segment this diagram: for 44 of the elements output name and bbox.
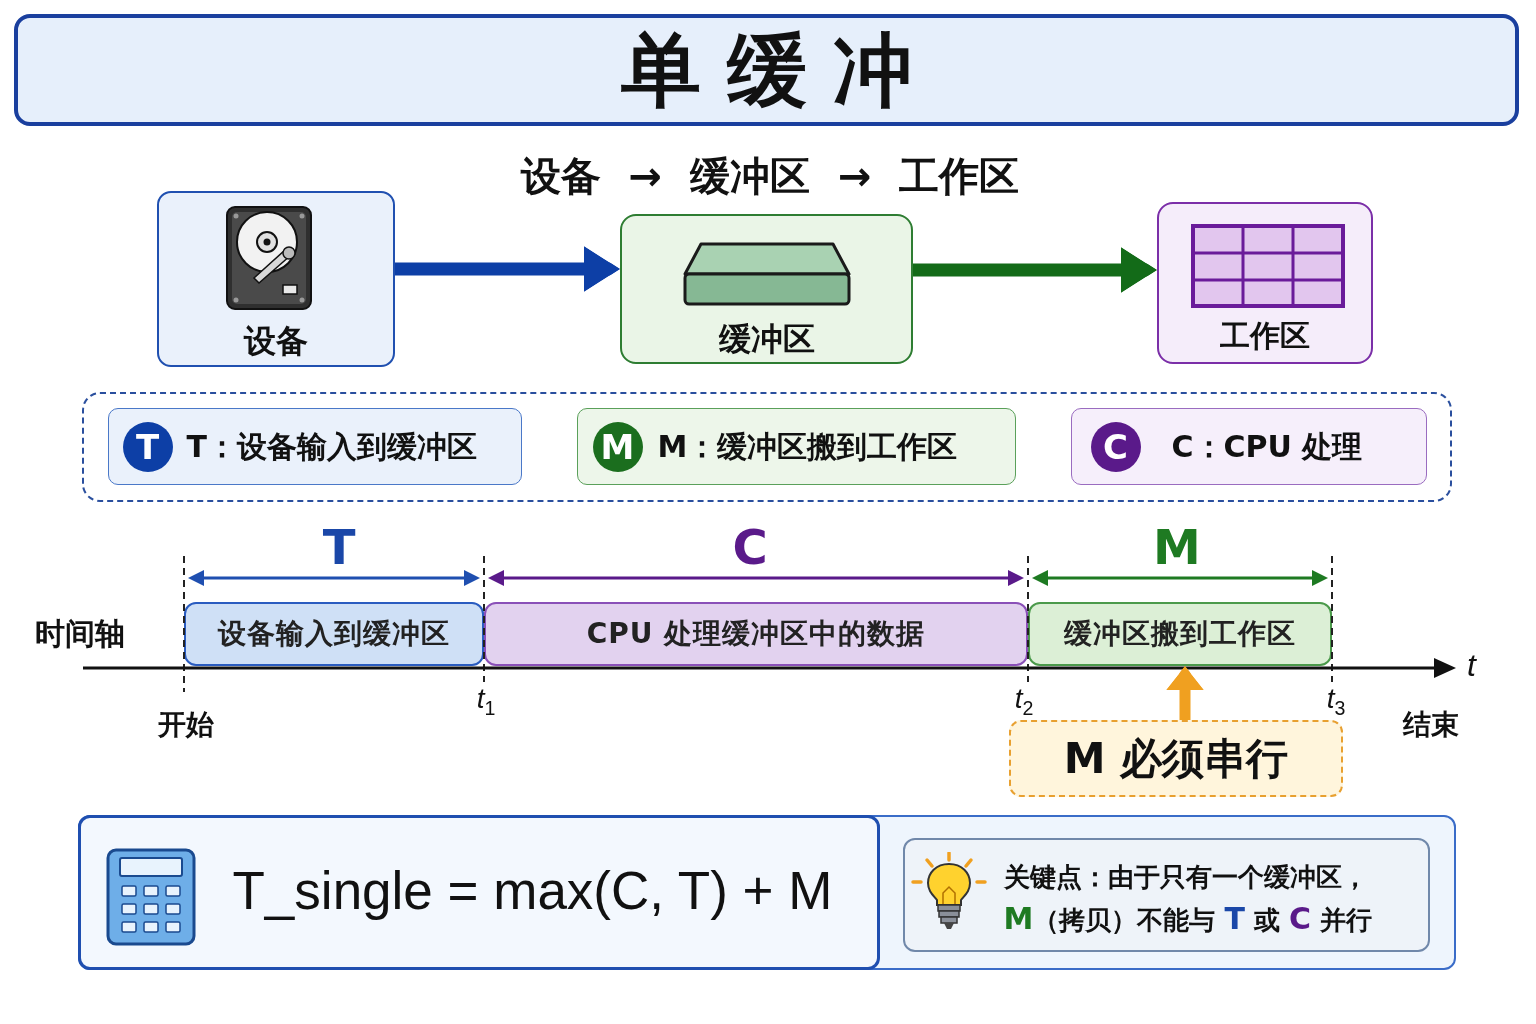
letter-badge: M: [592, 421, 643, 472]
axis-label: 时间轴: [35, 616, 125, 652]
subtitle: 设备 → 缓冲区 → 工作区: [520, 152, 1020, 200]
dimension-label: M: [1153, 518, 1201, 576]
node-label: 缓冲区: [718, 319, 815, 359]
node-label: 工作区: [1220, 317, 1310, 355]
legend-item: [576, 407, 1016, 485]
note-box: [1009, 720, 1343, 797]
tick-label: t$_{2}$: [1014, 684, 1034, 714]
legend-item: [107, 407, 522, 485]
arrow: [395, 246, 620, 292]
device-box: [157, 191, 395, 367]
tick-label: t$_{3}$: [1326, 684, 1346, 714]
segment-label: 缓冲区搬到工作区: [1064, 616, 1296, 651]
buffer-box: [620, 214, 913, 364]
segment-label: CPU 处理缓冲区中的数据: [586, 616, 926, 651]
timeline-segment: [1028, 602, 1332, 666]
arrow: [913, 247, 1157, 293]
dimension-label: C: [732, 518, 768, 576]
dimension-label: T: [322, 518, 356, 576]
note-text: M 必须串行: [1063, 735, 1289, 783]
legend-text: M：缓冲区搬到工作区: [657, 427, 958, 466]
time-label: 结束: [1403, 708, 1459, 742]
letter-badge: T: [122, 421, 173, 472]
tick-label: t$_{1}$: [476, 684, 496, 714]
summary-panel: [78, 815, 1456, 970]
dashed-panel: [82, 392, 1452, 502]
timeline-segment: [484, 602, 1028, 666]
legend-text: T：设备输入到缓冲区: [186, 427, 477, 466]
letter-badge: C: [1090, 421, 1141, 472]
tip-text: 关键点：由于只有一个缓冲区，M（拷贝）不能与 T 或 C 并行: [1003, 860, 1374, 938]
axis-label: t: [1467, 646, 1476, 684]
legend-text: C：CPU 处理: [1171, 427, 1363, 466]
tip-box: [902, 837, 1430, 952]
arrow: [1166, 666, 1204, 720]
segment-label: 设备输入到缓冲区: [218, 616, 450, 651]
time-label: 开始: [158, 708, 214, 742]
workspace-box: [1157, 202, 1373, 364]
formula-panel: [77, 814, 880, 970]
timeline-segment: [184, 602, 484, 666]
legend-item: [1070, 407, 1427, 485]
title: 单缓冲: [619, 26, 939, 116]
node-label: 设备: [244, 321, 308, 361]
formula-text: T_single = max(C, T) + M: [232, 859, 833, 922]
